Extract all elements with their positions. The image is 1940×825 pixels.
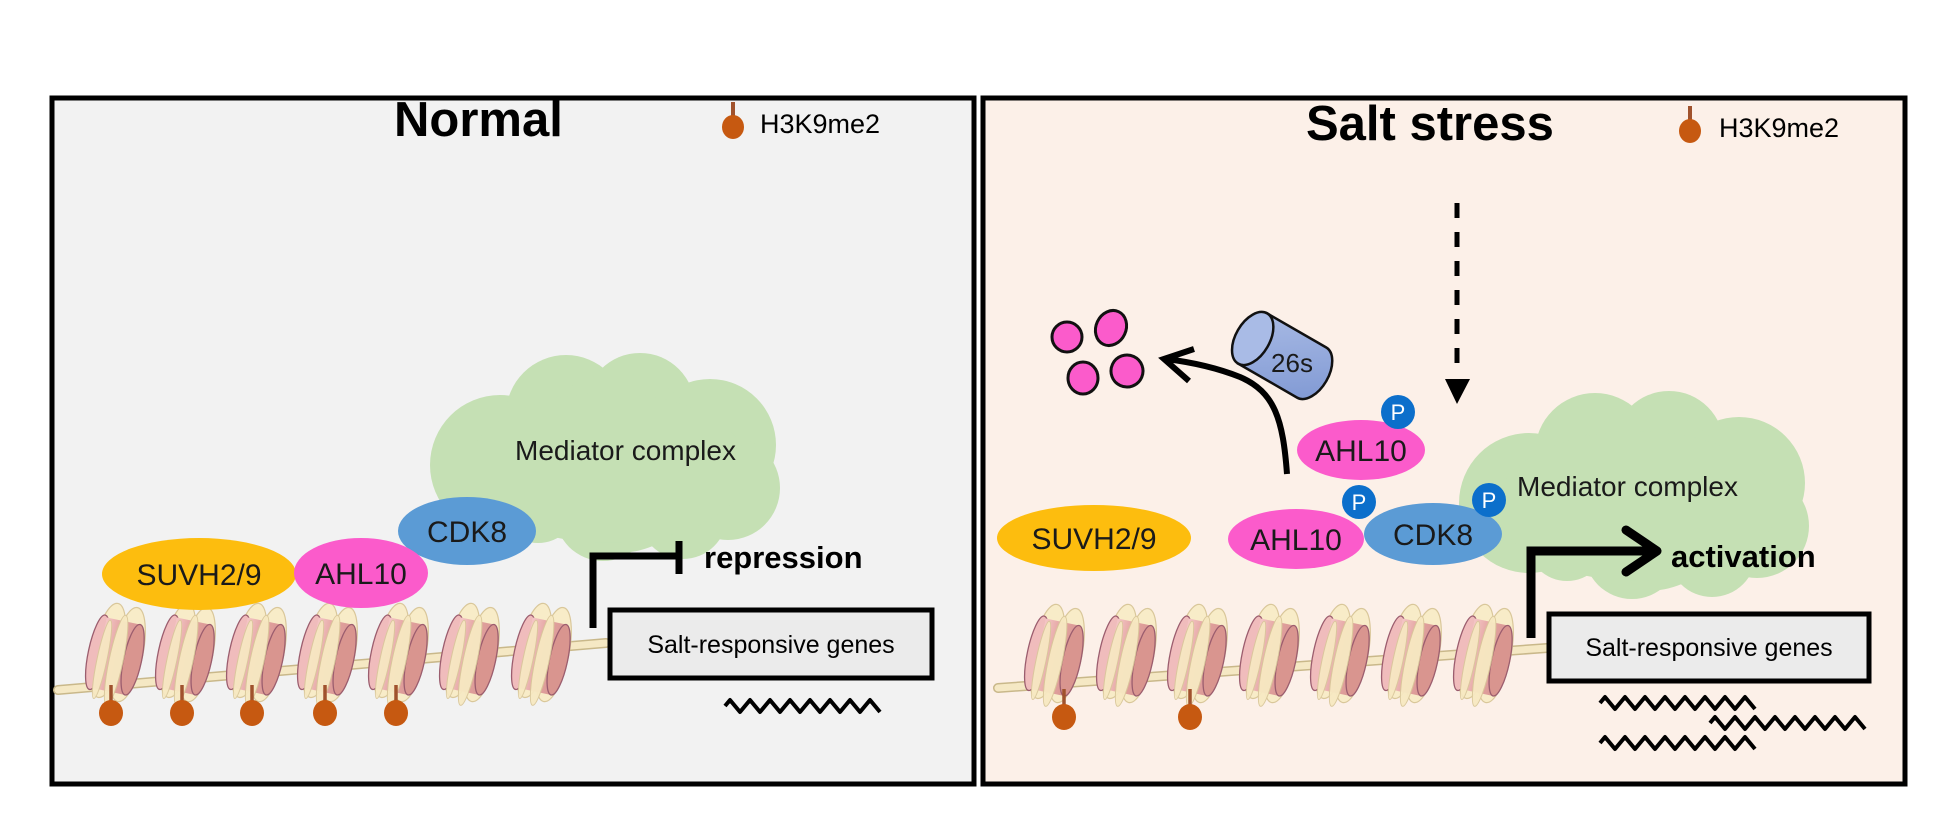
suvh-protein: SUVH2/9 xyxy=(997,505,1191,571)
transcripts-normal xyxy=(723,698,882,714)
fragment xyxy=(1093,308,1129,348)
nucleosome xyxy=(1309,603,1371,707)
mrna-transcript-icon xyxy=(1708,715,1867,731)
h3k9me2-mark-icon xyxy=(1052,689,1076,730)
proteasome-26s xyxy=(1230,310,1334,401)
cdk8-protein: CDK8 xyxy=(398,497,536,565)
mediator-complex-label: Mediator complex xyxy=(515,435,736,466)
legend-salt: H3K9me2 xyxy=(1679,106,1839,143)
ahl10-protein: AHL10 xyxy=(294,538,428,608)
ahl10-released-protein: AHL10 xyxy=(1297,420,1425,480)
h3k9me2-mark-icon xyxy=(99,685,123,726)
h3k9me2-mark-icon xyxy=(240,685,264,726)
cdk8-label: CDK8 xyxy=(427,516,507,549)
gene-box-salt: Salt-responsive genes xyxy=(1546,611,1872,684)
gene-label: Salt-responsive genes xyxy=(1585,634,1832,662)
legend-normal: H3K9me2 xyxy=(722,102,880,139)
nucleosome xyxy=(1166,603,1228,707)
suvh-label: SUVH2/9 xyxy=(1031,523,1156,556)
nucleosome xyxy=(296,602,358,706)
panel-normal: Normal H3K9me2 Mediator complex SUVH2/9 … xyxy=(49,93,977,787)
h3k9me2-mark-icon xyxy=(384,685,408,726)
repression-bar-icon xyxy=(589,541,683,628)
fragment xyxy=(1066,360,1100,396)
ahl10-label: AHL10 xyxy=(1315,435,1407,468)
gene-label: Salt-responsive genes xyxy=(647,631,894,659)
phosphate-badge-icon: P xyxy=(1472,483,1506,517)
ahl10-protein: AHL10 xyxy=(1228,509,1364,569)
svg-text:P: P xyxy=(1482,488,1497,513)
nucleosome xyxy=(154,602,216,706)
mrna-transcript-icon xyxy=(723,698,882,714)
h3k9me2-mark-icon xyxy=(313,685,337,726)
nucleosome xyxy=(84,602,146,706)
fragment xyxy=(1109,353,1145,389)
svg-text:P: P xyxy=(1391,400,1406,425)
phosphate-badge-icon: P xyxy=(1342,485,1376,519)
proteasome-label: 26s xyxy=(1271,348,1313,378)
nucleosome xyxy=(1452,603,1514,707)
legend-label: H3K9me2 xyxy=(1719,113,1839,143)
panel-salt-title: Salt stress xyxy=(1306,97,1554,151)
h3k9me2-mark-icon xyxy=(1178,689,1202,730)
repression-label: repression xyxy=(704,540,863,575)
cdk8-protein: CDK8 xyxy=(1364,503,1502,565)
h3k9me2-mark-icon xyxy=(170,685,194,726)
mediator-complex-label: Mediator complex xyxy=(1517,471,1738,502)
suvh-protein: SUVH2/9 xyxy=(102,538,296,610)
activation-label: activation xyxy=(1671,539,1816,574)
cdk8-label: CDK8 xyxy=(1393,519,1473,552)
phosphate-badge-icon: P xyxy=(1381,395,1415,429)
gene-box-normal: Salt-responsive genes xyxy=(607,607,935,681)
nucleosome xyxy=(1095,603,1157,707)
ahl10-label: AHL10 xyxy=(1250,524,1342,557)
h3k9me2-mark-icon xyxy=(722,102,744,139)
h3k9me2-mark-icon xyxy=(1679,106,1701,143)
transcripts-salt xyxy=(1598,695,1867,751)
chromatin-fiber xyxy=(53,602,611,726)
chromatin-fiber xyxy=(993,603,1552,730)
mrna-transcript-icon xyxy=(1598,695,1757,711)
salt-signal-dashed-arrow-icon xyxy=(1445,203,1470,404)
suvh-label: SUVH2/9 xyxy=(136,559,261,592)
cloud-body xyxy=(468,393,748,543)
nucleosome xyxy=(1238,603,1300,707)
nucleosome xyxy=(510,602,572,706)
nucleosome xyxy=(438,602,500,706)
nucleosome xyxy=(1023,603,1085,707)
degradation-arrow-icon xyxy=(1158,346,1290,475)
ahl10-label: AHL10 xyxy=(315,558,407,591)
panel-normal-title: Normal xyxy=(394,93,563,147)
legend-label: H3K9me2 xyxy=(760,109,880,139)
activation-arrow-icon xyxy=(1526,525,1662,638)
mrna-transcript-icon xyxy=(1598,735,1757,751)
panel-salt-stress: Salt stress H3K9me2 xyxy=(980,95,1908,787)
nucleosome xyxy=(225,602,287,706)
nucleosome xyxy=(1380,603,1442,707)
fragment xyxy=(1050,320,1084,354)
degraded-ahl10-fragments xyxy=(1050,308,1145,396)
svg-text:P: P xyxy=(1352,490,1367,515)
nucleosome xyxy=(367,602,429,706)
cloud-body xyxy=(1497,431,1777,581)
